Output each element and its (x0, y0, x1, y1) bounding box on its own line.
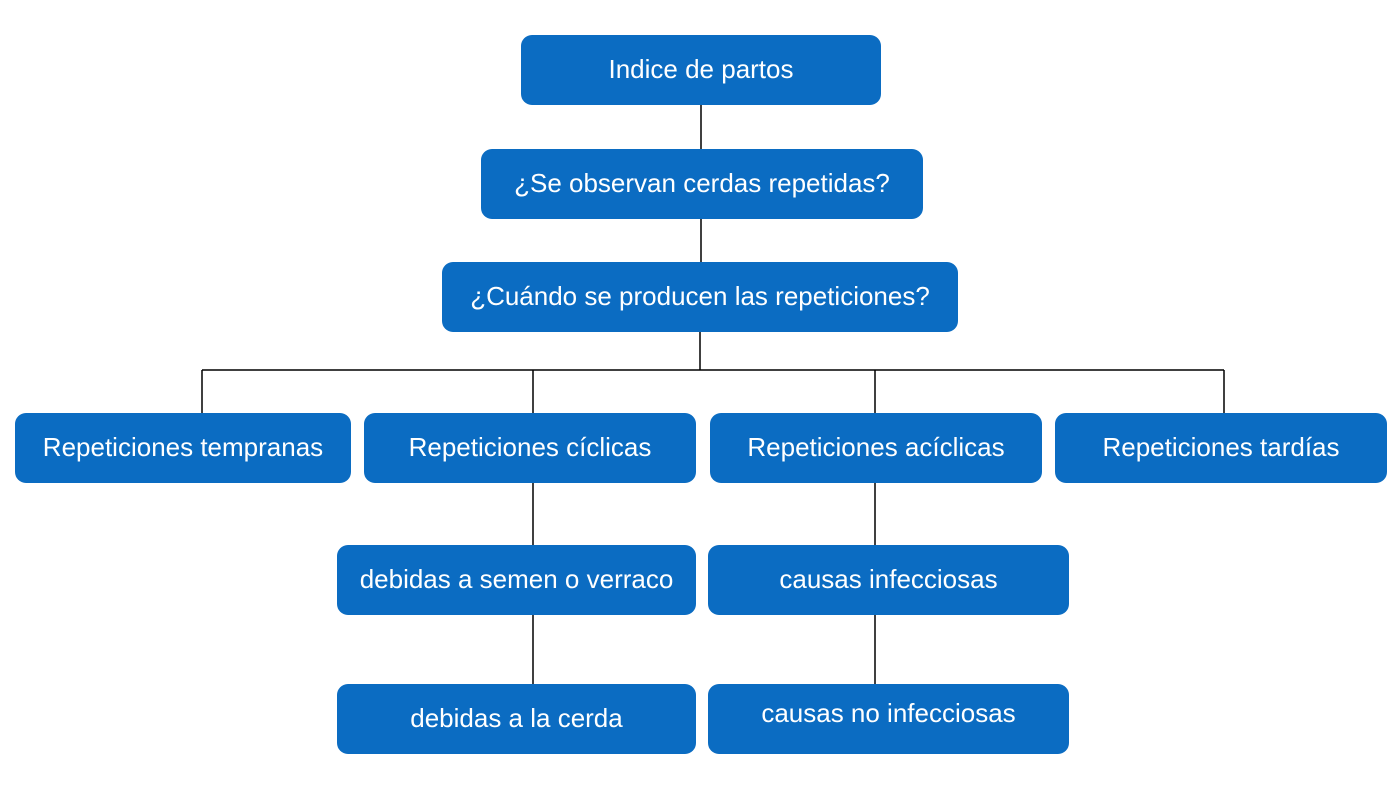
node-label: causas infecciosas (779, 564, 998, 595)
node-label: Indice de partos (608, 54, 794, 85)
node-causas-infecciosas: causas infecciosas (708, 545, 1069, 615)
node-se-observan-cerdas-repetidas: ¿Se observan cerdas repetidas? (481, 149, 923, 219)
node-label: ¿Cuándo se producen las repeticiones? (470, 281, 930, 312)
node-cuando-se-producen-las-repeticiones: ¿Cuándo se producen las repeticiones? (442, 262, 958, 332)
node-label: ¿Se observan cerdas repetidas? (514, 168, 890, 199)
node-label: debidas a la cerda (410, 703, 623, 734)
node-label: Repeticiones tempranas (42, 432, 324, 463)
node-causas-no-infecciosas: causas no infecciosas (708, 684, 1069, 754)
node-repeticiones-tempranas: Repeticiones tempranas (15, 413, 351, 483)
node-repeticiones-tardias: Repeticiones tardías (1055, 413, 1387, 483)
node-indice-de-partos: Indice de partos (521, 35, 881, 105)
node-label: debidas a semen o verraco (359, 564, 674, 595)
node-debidas-a-la-cerda: debidas a la cerda (337, 684, 696, 754)
node-repeticiones-ciclicas: Repeticiones cíclicas (364, 413, 696, 483)
node-debidas-a-semen-o-verraco: debidas a semen o verraco (337, 545, 696, 615)
node-label: Repeticiones cíclicas (408, 432, 652, 463)
node-label: Repeticiones acíclicas (747, 432, 1005, 463)
node-repeticiones-aciclicas: Repeticiones acíclicas (710, 413, 1042, 483)
node-label: causas no infecciosas (761, 698, 1016, 728)
node-label: Repeticiones tardías (1102, 432, 1340, 463)
